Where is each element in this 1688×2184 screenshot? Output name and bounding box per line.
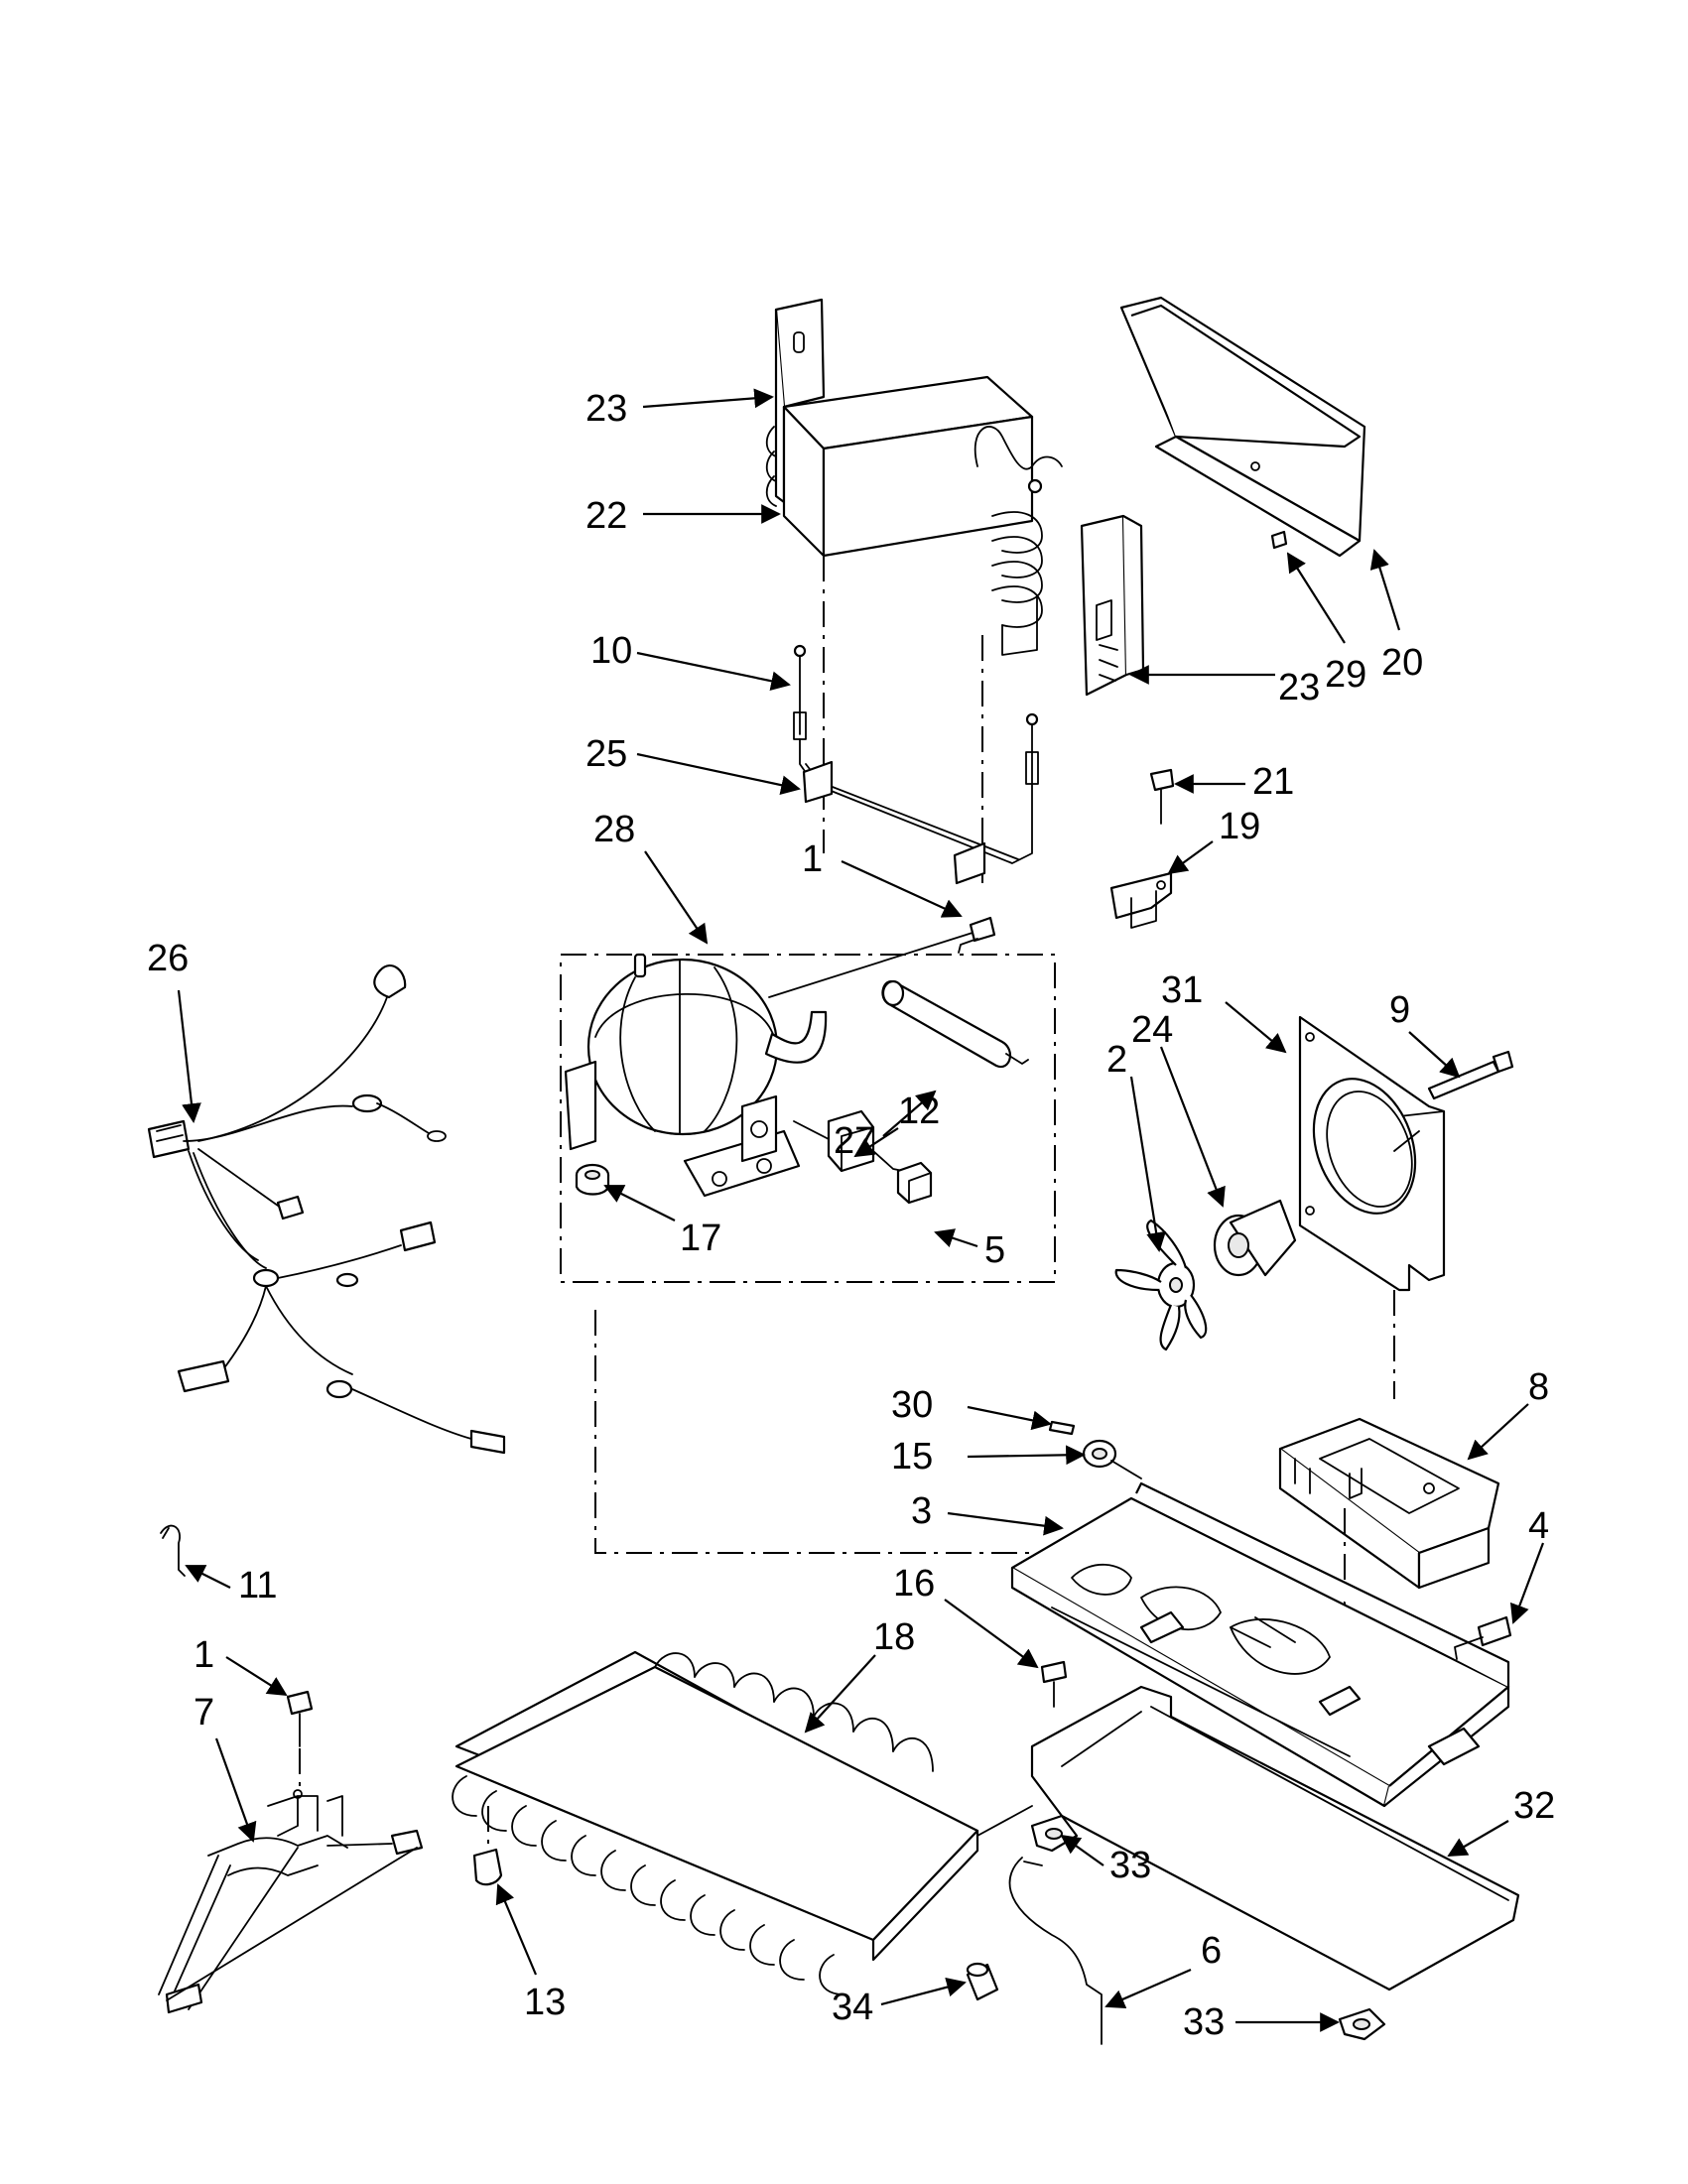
clip-11 (160, 1524, 186, 1577)
callout-22: 22 (585, 495, 627, 537)
callout-7: 7 (194, 1692, 214, 1734)
callout-labels: 23 22 10 25 28 1 26 27 12 17 5 23 29 20 … (147, 388, 1555, 2043)
callout-23-top: 23 (585, 388, 627, 430)
screw-16 (1040, 1660, 1068, 1708)
defrost-heater-25 (793, 644, 1039, 885)
fan-shroud-31 (1298, 1015, 1446, 1292)
callout-8: 8 (1528, 1366, 1549, 1408)
callout-9: 9 (1389, 989, 1410, 1031)
overload-5 (896, 1161, 933, 1205)
callout-31: 31 (1161, 969, 1203, 1011)
callout-27: 27 (834, 1120, 875, 1162)
foot-33-right (1338, 2007, 1386, 2041)
callout-19: 19 (1219, 806, 1260, 847)
callout-13: 13 (524, 1982, 566, 2023)
callout-24: 24 (1131, 1009, 1173, 1051)
fan-blade-2 (1114, 1219, 1208, 1351)
callout-4: 4 (1528, 1505, 1549, 1547)
callout-30: 30 (891, 1384, 933, 1426)
callout-33-lower: 33 (1183, 2001, 1225, 2043)
callout-17: 17 (680, 1218, 721, 1259)
evaporator-bracket-right (1080, 514, 1145, 697)
callout-6: 6 (1201, 1930, 1222, 1972)
evaporator-assembly (765, 298, 1063, 883)
callout-3: 3 (911, 1490, 932, 1532)
callout-15: 15 (891, 1436, 933, 1477)
callout-34: 34 (832, 1987, 873, 2028)
base-3 (1010, 1481, 1510, 1808)
callout-1-left: 1 (194, 1634, 214, 1676)
condenser-18 (452, 1650, 1033, 1995)
callout-28: 28 (593, 809, 635, 850)
callout-12: 12 (898, 1091, 940, 1132)
callout-10: 10 (590, 630, 632, 672)
callout-25: 25 (585, 733, 627, 775)
callout-29: 29 (1325, 654, 1366, 696)
callout-18: 18 (873, 1616, 915, 1658)
evaporator-22 (765, 375, 1063, 656)
callout-5: 5 (984, 1229, 1005, 1271)
evaporator-cover-20 (1119, 296, 1366, 558)
dash-compressor-to-base (594, 1310, 1032, 1554)
callout-26: 26 (147, 938, 189, 979)
callout-16: 16 (893, 1563, 935, 1605)
callout-32: 32 (1513, 1785, 1555, 1827)
grommet-15 (1082, 1439, 1142, 1479)
tube-34 (966, 1962, 999, 2001)
harness-7 (158, 1789, 424, 2014)
wire-harness-26 (147, 964, 506, 1455)
screw-1-top (958, 916, 996, 954)
wire-6 (1008, 1857, 1103, 2045)
fan-motor-24 (1213, 1199, 1297, 1277)
screw-9 (1427, 1050, 1514, 1100)
screw-1-left (286, 1690, 314, 1747)
compressor-group-boundary (560, 954, 1056, 1283)
spacer-30 (1048, 1420, 1076, 1436)
screw-4 (1454, 1615, 1512, 1660)
screw-21-and-clip-19 (1109, 768, 1175, 929)
callout-1-top: 1 (802, 838, 823, 880)
callout-21: 21 (1252, 761, 1294, 803)
grommet-17 (575, 1163, 610, 1196)
screen-32 (1030, 1685, 1520, 1991)
callout-20: 20 (1381, 642, 1423, 684)
fan-tray-8 (1278, 1417, 1500, 1590)
clip-13 (472, 1848, 503, 1886)
compressor (564, 932, 974, 1198)
evaporator-bracket-left (774, 298, 826, 504)
callout-11: 11 (238, 1565, 277, 1606)
callout-33-upper: 33 (1109, 1845, 1151, 1886)
drier-27 (881, 979, 1029, 1069)
callout-2: 2 (1106, 1039, 1127, 1081)
leader-lines (177, 388, 1545, 2032)
callout-23-bottom: 23 (1278, 667, 1320, 708)
